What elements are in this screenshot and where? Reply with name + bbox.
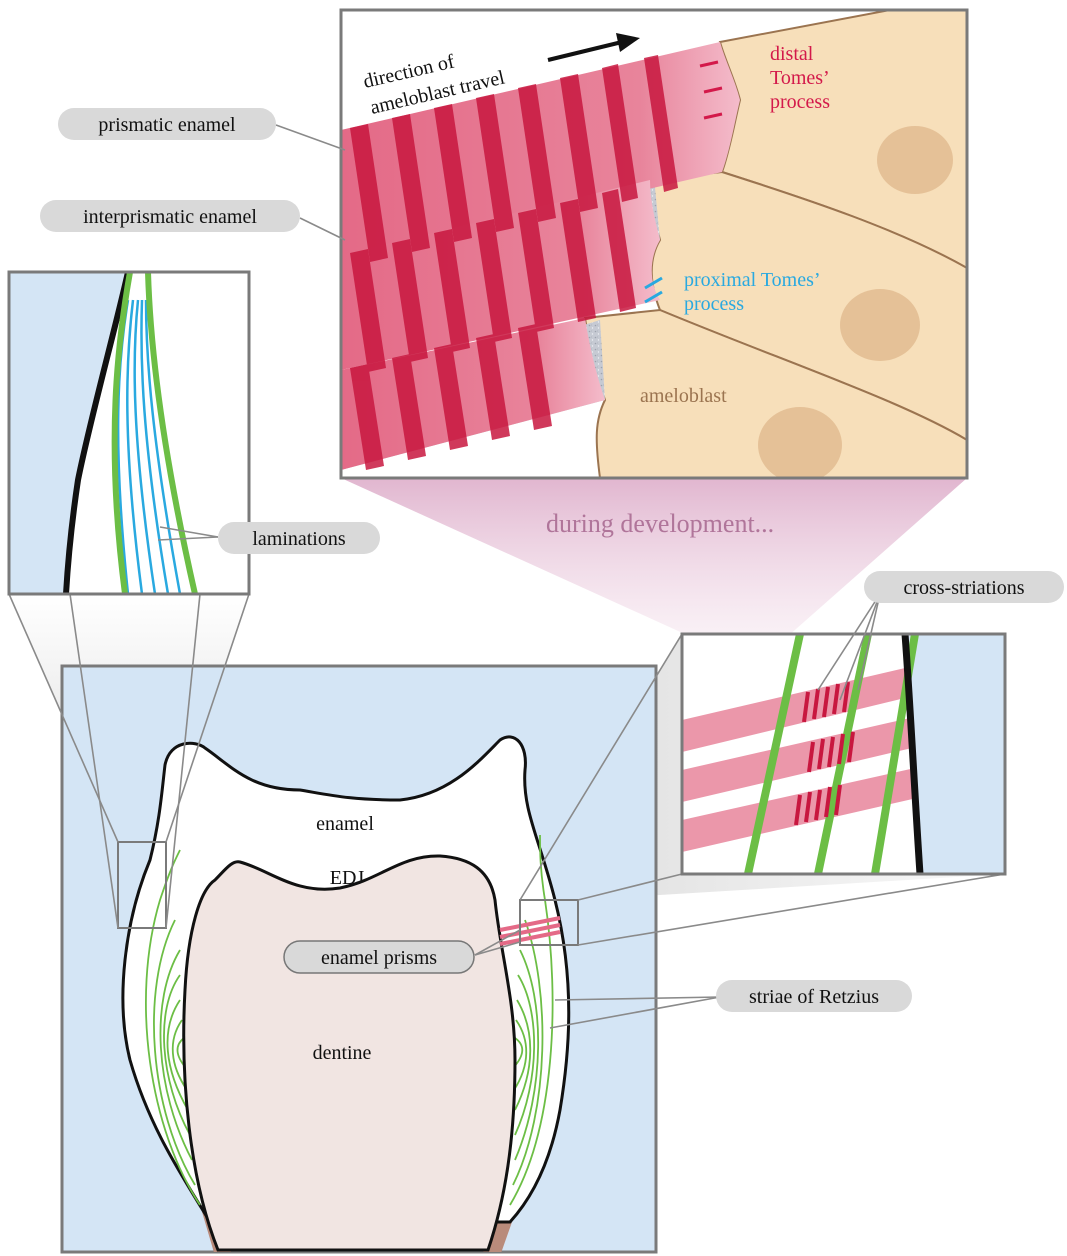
development-panel: direction of ameloblast travel distal To… [341, 10, 967, 483]
edj-label: EDJ [330, 867, 365, 889]
interprismatic-enamel-label: interprismatic enamel [83, 206, 257, 228]
pill-interprismatic-enamel: interprismatic enamel [40, 200, 300, 232]
distal-tomes-label-3: process [770, 91, 830, 113]
pill-prismatic-enamel: prismatic enamel [58, 108, 276, 140]
cross-striations-label: cross-striations [903, 577, 1024, 599]
enamel-prisms-label: enamel prisms [321, 947, 437, 969]
proximal-tomes-label-1: proximal Tomes’ [684, 269, 821, 291]
dentine-label: dentine [313, 1042, 372, 1064]
pill-striae-of-retzius: striae of Retzius [716, 980, 912, 1012]
proximal-tomes-label-2: process [684, 293, 744, 315]
distal-tomes-label-1: distal [770, 43, 814, 65]
prismatic-enamel-label: prismatic enamel [98, 114, 236, 136]
distal-tomes-label-2: Tomes’ [770, 67, 830, 89]
during-development-label: during development... [546, 509, 774, 538]
laminations-zoom-panel [9, 272, 249, 594]
pill-cross-striations: cross-striations [864, 571, 1064, 603]
ameloblast-label: ameloblast [640, 385, 727, 407]
enamel-label: enamel [316, 813, 374, 835]
laminations-label: laminations [252, 528, 346, 550]
pill-laminations: laminations [218, 522, 380, 554]
cross-striations-zoom-panel [682, 634, 1005, 874]
pill-enamel-prisms: enamel prisms [284, 941, 474, 973]
striae-of-retzius-label: striae of Retzius [749, 986, 879, 1008]
